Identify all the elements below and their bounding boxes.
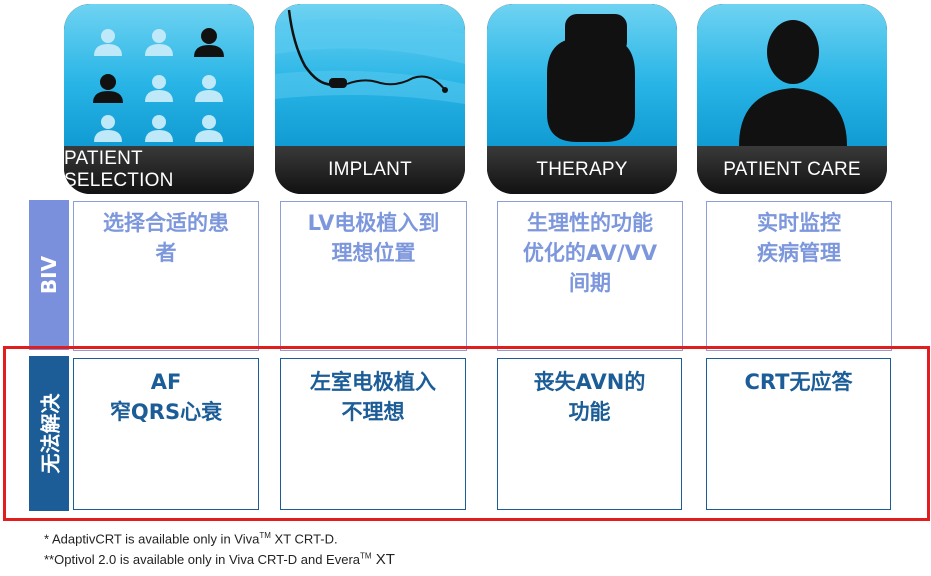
unsolved-cell-patient-care: CRT无应答 [706, 358, 891, 510]
cell-line: 功能 [568, 400, 611, 424]
unsolved-cell-implant: 左室电极植入 不理想 [280, 358, 466, 510]
footnote-text: **Optivol 2.0 is available only in Viva … [44, 552, 361, 567]
footnote-text: * AdaptivCRT is available only in Viva [44, 531, 260, 547]
cell-line: 不理想 [341, 400, 405, 424]
cell-line: AF [150, 370, 182, 394]
footnote-text: XT [371, 551, 395, 568]
person-silhouette-icon [697, 4, 887, 146]
patient-grid-icon [64, 4, 254, 146]
tile-caption: THERAPY [487, 146, 677, 194]
cell-line: 疾病管理 [757, 241, 841, 265]
cell-line: 实时监控 [757, 211, 841, 235]
cell-line: 生理性的功能 [527, 211, 653, 235]
cell-line: 者 [155, 241, 177, 265]
biv-label-text: BIV [36, 255, 61, 295]
tile-caption: PATIENT CARE [697, 146, 887, 194]
highlight-box [3, 346, 930, 521]
unsolved-cell-therapy: 丧失AVN的 功能 [497, 358, 682, 510]
footnote-optivol: **Optivol 2.0 is available only in Viva … [44, 551, 395, 568]
lead-wire-icon [275, 4, 465, 146]
cell-line: 理想位置 [331, 241, 416, 265]
cell-line: 选择合适的患 [103, 211, 229, 235]
cell-line: 丧失AVN的 [533, 370, 646, 394]
cell-line: CRT无应答 [744, 370, 853, 394]
cell-line: 左室电极植入 [310, 370, 436, 394]
tile-therapy: THERAPY [487, 4, 677, 194]
cell-line: 窄QRS心衰 [109, 400, 223, 424]
footnote-adaptivcrt: * AdaptivCRT is available only in VivaTM… [44, 531, 338, 546]
biv-cell-patient-care: 实时监控 疾病管理 [706, 201, 892, 351]
unsolved-cell-patient-selection: AF 窄QRS心衰 [73, 358, 259, 510]
trademark-mark: TM [360, 551, 372, 561]
biv-cell-implant: LV电极植入到 理想位置 [280, 201, 467, 351]
biv-cell-therapy: 生理性的功能 优化的AV/VV 间期 [497, 201, 683, 351]
tile-patient-selection: PATIENT SELECTION [64, 4, 254, 194]
cell-line: 优化的AV/VV [522, 241, 658, 265]
footnote-text: XT CRT-D. [270, 531, 338, 547]
biv-band-label: BIV [29, 200, 69, 350]
trademark-mark: TM [259, 531, 271, 540]
cell-line: LV电极植入到 [307, 211, 440, 235]
tile-caption: IMPLANT [275, 146, 465, 194]
unsolved-band-label: 无法解决 [29, 356, 69, 511]
tile-implant: IMPLANT [275, 4, 465, 194]
biv-cell-patient-selection: 选择合适的患 者 [73, 201, 259, 351]
tile-patient-care: PATIENT CARE [697, 4, 887, 194]
tile-caption: PATIENT SELECTION [64, 146, 254, 194]
cell-line: 间期 [569, 271, 611, 295]
pacemaker-device-icon [487, 4, 677, 146]
